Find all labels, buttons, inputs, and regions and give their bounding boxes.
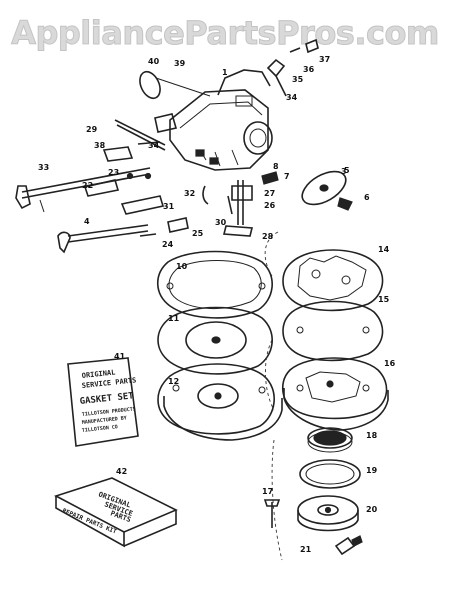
- callout-41: 41: [114, 352, 126, 361]
- gasket-card-line5: MANUFACTURED BY: [82, 415, 128, 426]
- callout-31: 31: [163, 202, 175, 211]
- gasket-set-card-41: ORIGINAL SERVICE PARTS GASKET SET TILLOT…: [67, 357, 139, 447]
- callout-7: 7: [284, 172, 290, 181]
- callout-33: 33: [38, 163, 49, 172]
- callout-32: 32: [184, 189, 195, 198]
- throttle-plate-39-40: [139, 70, 211, 100]
- callout-labels: 1 3 4 5 6 7 8 10 11 12 14 15 16 17 18 19…: [38, 55, 396, 554]
- callout-12: 12: [168, 377, 179, 386]
- callout-22: 22: [82, 181, 93, 190]
- gasket-card-line4: TILLOTSON PRODUCTS: [82, 406, 137, 418]
- throttle-lever-4: [57, 224, 149, 254]
- gasket-19: [299, 459, 361, 489]
- callout-15: 15: [378, 295, 390, 304]
- callout-4: 4: [84, 217, 90, 226]
- callout-35: 35: [292, 75, 304, 84]
- pump-body-16: [281, 357, 389, 431]
- fuel-pump-diaphragm-5: [301, 170, 353, 211]
- callout-8: 8: [273, 162, 279, 171]
- callout-28: 28: [262, 232, 274, 241]
- metering-diaphragm-11: [157, 306, 273, 375]
- metering-gasket-10: [156, 250, 273, 319]
- callout-16: 16: [384, 359, 396, 368]
- callout-1: 1: [222, 68, 228, 77]
- screws-17-21: [263, 499, 363, 556]
- callout-38: 38: [94, 141, 106, 150]
- callout-17: 17: [262, 487, 273, 496]
- callout-24: 24: [162, 240, 174, 249]
- callout-21: 21: [300, 545, 312, 554]
- callout-23: 23: [108, 168, 119, 177]
- right-stack-boundary: [264, 231, 283, 561]
- callout-6: 6: [364, 193, 370, 202]
- callout-19: 19: [366, 466, 378, 475]
- callout-27: 27: [264, 189, 275, 198]
- callout-20: 20: [366, 505, 378, 514]
- callout-37: 37: [319, 55, 330, 64]
- callout-30: 30: [215, 218, 227, 227]
- cover-20: [297, 495, 359, 532]
- callout-40: 40: [148, 57, 160, 66]
- carburetor-body: [154, 69, 273, 171]
- callout-34-left: 34: [148, 141, 160, 150]
- needle-screws: [83, 141, 189, 237]
- callout-25: 25: [192, 229, 204, 238]
- pump-gasket-14: [282, 249, 384, 312]
- gasket-card-title: GASKET SET: [79, 391, 135, 407]
- callout-39: 39: [174, 59, 186, 68]
- repair-kit-box-42: ORIGINAL SERVICE PARTS REPAIR PARTS KIT: [53, 477, 178, 548]
- watermark-text: AppliancePartsPros.com: [11, 14, 440, 53]
- callout-18: 18: [366, 431, 378, 440]
- metering-cover-12: [157, 363, 283, 441]
- top-fittings-34-37: [266, 38, 319, 97]
- filter-screen-18: [307, 427, 353, 453]
- callout-26: 26: [264, 201, 276, 210]
- choke-shaft-29: [114, 119, 166, 151]
- callout-3: 3: [341, 167, 347, 176]
- repair-box-side: REPAIR PARTS KIT: [61, 507, 118, 535]
- pump-diaphragm-15: [282, 300, 384, 362]
- callout-36: 36: [303, 65, 315, 74]
- callout-29: 29: [86, 125, 98, 134]
- callout-14: 14: [378, 245, 390, 254]
- inlet-needle-assembly: [202, 171, 279, 237]
- gasket-card-brand: ORIGINAL: [81, 369, 115, 380]
- gasket-card-line6: TILLOTSON CO: [82, 424, 119, 434]
- callout-42: 42: [116, 467, 127, 476]
- callout-10: 10: [176, 262, 188, 271]
- callout-5: 5: [344, 166, 350, 175]
- callout-34-top: 34: [286, 93, 298, 102]
- callout-11: 11: [168, 314, 180, 323]
